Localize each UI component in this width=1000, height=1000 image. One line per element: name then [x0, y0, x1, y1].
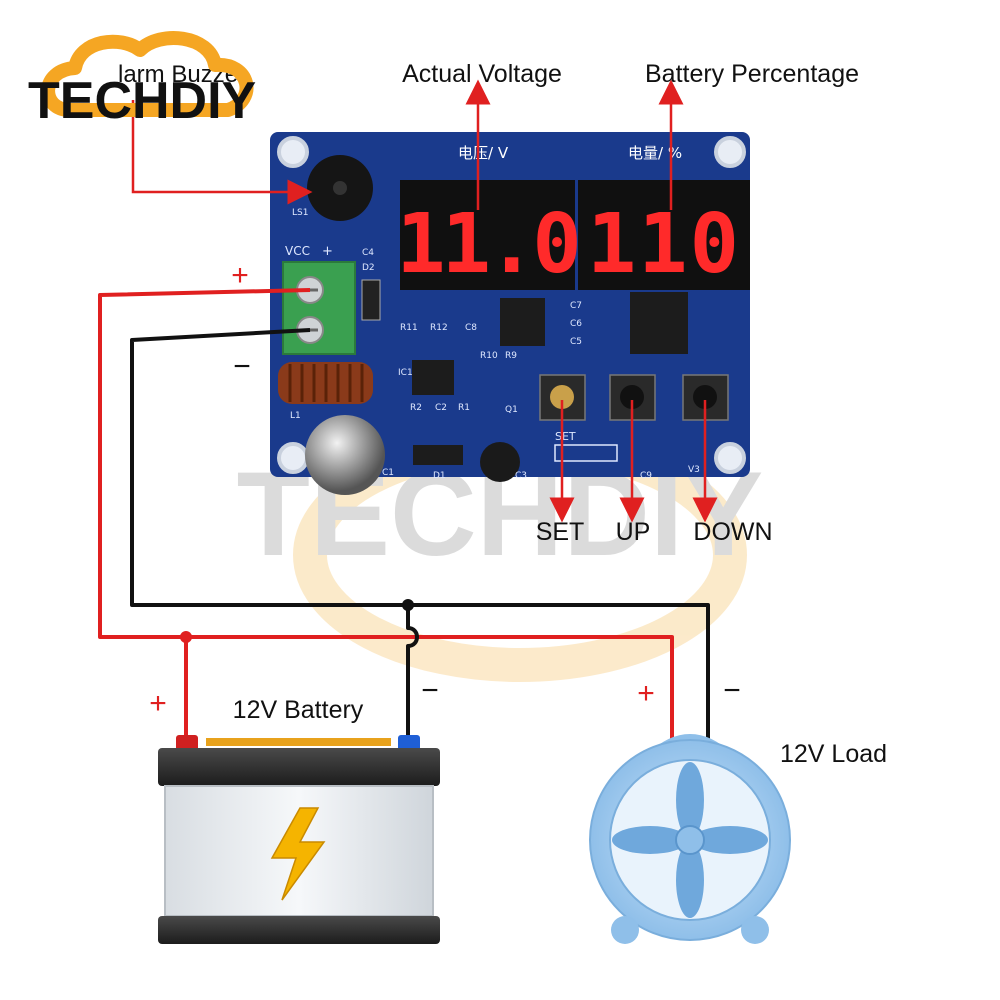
- silk-c2: C2: [435, 403, 447, 413]
- ic-chip: [412, 360, 454, 395]
- silk-set: SET: [555, 430, 576, 443]
- wiring: [98, 288, 710, 745]
- polarity-plus-battery: +: [149, 687, 167, 720]
- button-up[interactable]: [609, 374, 656, 421]
- battery-top-strip: [206, 738, 391, 746]
- ic-chip: [500, 298, 545, 346]
- fan-load: [589, 734, 791, 944]
- wire-negative-battery: [406, 605, 419, 745]
- silk-c8: C8: [465, 323, 477, 333]
- silk-l1: L1: [290, 411, 301, 421]
- logo: TECHDIY: [28, 31, 256, 130]
- mounting-hole: [714, 136, 746, 168]
- diode-d2: [361, 279, 381, 321]
- percent-header-silk: 电量/ %: [628, 144, 682, 162]
- fan-foot-right: [741, 916, 769, 944]
- voltage-header-silk: 电压/ V: [458, 144, 509, 162]
- logo-cloud-shape: [41, 31, 254, 117]
- arrow-alarm-buzzer: [131, 100, 313, 205]
- silk-d2: D2: [362, 263, 375, 273]
- diode-d1: [413, 445, 463, 465]
- silk-q1: Q1: [505, 405, 518, 415]
- silk-r2: R2: [410, 403, 422, 413]
- label-actual-voltage: Actual Voltage: [402, 60, 562, 88]
- fan-blades: [612, 762, 768, 918]
- silk-r9: R9: [505, 351, 517, 361]
- label-load: 12V Load: [780, 740, 887, 768]
- silk-c9: C9: [640, 471, 652, 481]
- polarity-minus-board: −: [233, 350, 251, 383]
- silk-r10: R10: [480, 351, 498, 361]
- silk-c7: C7: [570, 301, 582, 311]
- junction-negative: [402, 599, 414, 611]
- capacitor-c3: [480, 442, 520, 482]
- screw-terminal: [282, 261, 356, 355]
- silk-c4: C4: [362, 248, 374, 258]
- polarity-plus-load: +: [637, 677, 655, 710]
- display-percentage-readout: 110: [587, 197, 741, 292]
- fan-foot-left: [611, 916, 639, 944]
- silk-vcc-plus: +: [322, 244, 333, 259]
- annotations: [131, 79, 718, 523]
- junction-positive: [180, 631, 192, 643]
- ic-chip: [630, 292, 688, 354]
- silk-c3: C3: [515, 471, 527, 481]
- silk-d1: D1: [433, 471, 446, 481]
- fan-hub: [675, 825, 705, 855]
- polarity-minus-load: −: [723, 674, 741, 707]
- battery-lid: [158, 748, 440, 786]
- logo-text: TECHDIY: [28, 72, 256, 130]
- display-percentage: 110: [578, 180, 750, 292]
- lightning-bolt-icon: [270, 807, 326, 901]
- mounting-hole: [277, 442, 309, 474]
- silk-c6: C6: [570, 319, 582, 329]
- pin-header: [554, 444, 618, 462]
- polarity-minus-battery: −: [421, 674, 439, 707]
- mounting-hole: [714, 442, 746, 474]
- battery-base: [158, 916, 440, 944]
- silk-ls1: LS1: [292, 208, 308, 218]
- label-up: UP: [616, 518, 651, 546]
- label-down: DOWN: [693, 518, 772, 546]
- silk-c5: C5: [570, 337, 582, 347]
- mounting-hole: [277, 136, 309, 168]
- display-voltage-readout: 11.0: [396, 197, 577, 292]
- silk-r1: R1: [458, 403, 470, 413]
- label-set: SET: [536, 518, 585, 546]
- polarity-plus-board: +: [231, 259, 249, 292]
- capacitor-c1: [305, 415, 385, 495]
- pcb-board: 电压/ V 电量/ % LS1 11.0 110 VCC + C4 D2: [270, 132, 750, 495]
- display-voltage: 11.0: [396, 180, 582, 292]
- silk-r11: R11: [400, 323, 418, 333]
- inductor-l1: [278, 362, 373, 404]
- battery-12v: [158, 735, 440, 944]
- label-battery: 12V Battery: [233, 696, 364, 724]
- label-battery-percentage: Battery Percentage: [645, 60, 859, 88]
- wire-positive-main: [98, 288, 674, 745]
- mounting-holes: [277, 136, 746, 474]
- buzzer: [307, 155, 373, 221]
- silk-ic1: IC1: [398, 368, 413, 378]
- silk-c1: C1: [382, 468, 394, 478]
- silk-vcc: VCC: [285, 244, 310, 258]
- wire-negative-main: [130, 328, 710, 740]
- silk-v3: V3: [688, 465, 700, 475]
- silk-r12: R12: [430, 323, 448, 333]
